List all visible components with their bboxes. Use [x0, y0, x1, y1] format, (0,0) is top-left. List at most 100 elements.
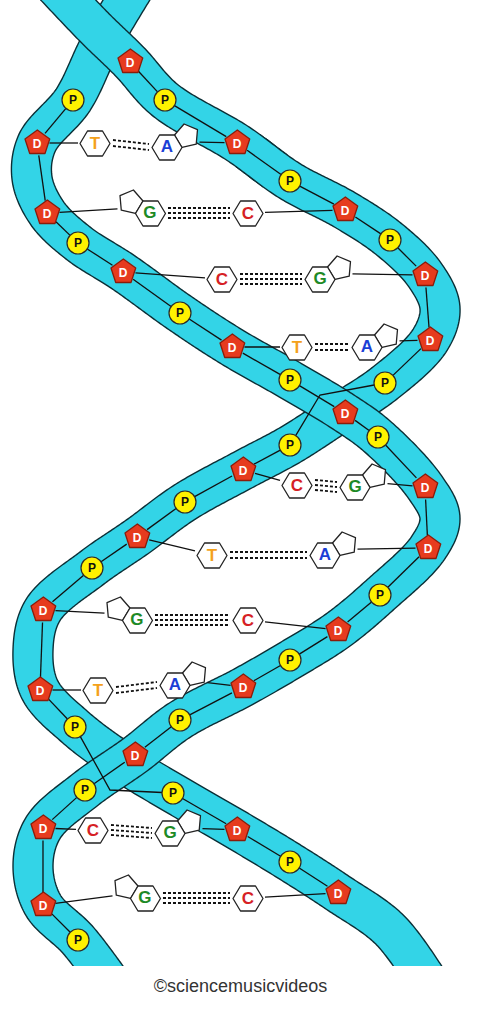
node-outline — [28, 677, 53, 701]
backbone-bond — [399, 340, 417, 342]
node-outline — [326, 880, 351, 904]
phosphate-circle: P — [277, 168, 303, 194]
node-letter: D — [131, 750, 140, 762]
backbone-bond — [255, 473, 280, 480]
backbone-bond — [248, 836, 281, 856]
phosphate-circle: P — [72, 777, 98, 803]
node-letter: D — [334, 625, 343, 637]
node-outline — [152, 134, 182, 159]
node-shape — [308, 530, 357, 570]
backbone-bond — [387, 484, 412, 486]
node-letter: P — [74, 934, 82, 946]
hydrogen-bond — [163, 893, 230, 903]
node-letter: P — [181, 496, 189, 508]
node-outline — [367, 426, 389, 448]
backbone-bond — [244, 346, 280, 347]
base-hexagon: C — [231, 606, 265, 635]
base-hexagon: C — [231, 199, 265, 228]
node-letter: D — [43, 208, 52, 220]
node-letter: D — [233, 825, 242, 837]
node-outline — [130, 885, 160, 910]
phosphate-circle: P — [277, 647, 303, 673]
node-outline — [305, 266, 335, 291]
ribbon-edge — [13, 167, 420, 966]
node-outline — [207, 267, 237, 292]
node-outline — [416, 535, 441, 559]
backbone-bond — [52, 797, 77, 819]
phosphate-circle: P — [372, 370, 398, 396]
node-shape — [350, 322, 399, 362]
node-outline — [379, 229, 401, 251]
node-letter: P — [176, 307, 184, 319]
node-shape — [105, 595, 154, 635]
backbone-bond — [355, 420, 369, 430]
phosphate-circle: P — [367, 582, 393, 608]
node-outline — [169, 302, 191, 324]
sugar-pentagon: D — [416, 325, 445, 353]
base-hexagon: T — [195, 541, 229, 570]
backbone-bond — [299, 637, 327, 655]
node-outline — [80, 131, 110, 156]
base-hexagon: C — [231, 884, 265, 913]
backbone-bond — [426, 499, 428, 535]
backbone-bond — [386, 445, 417, 478]
phosphate-circle: P — [277, 367, 303, 393]
node-outline — [340, 474, 370, 499]
base-hexagon: G — [118, 188, 167, 228]
node-shape — [150, 122, 199, 162]
base-hexagon: T — [280, 333, 314, 362]
node-letter: D — [36, 685, 45, 697]
node-outline — [279, 369, 301, 391]
phosphate-circle: P — [65, 230, 91, 256]
backbone-bond — [247, 150, 281, 174]
sugar-pentagon: D — [218, 332, 247, 360]
node-outline — [123, 742, 148, 766]
ribbon-edge — [70, 0, 288, 155]
base-hexagon: A — [308, 530, 357, 570]
node-letter: P — [161, 94, 169, 106]
node-outline — [231, 457, 256, 481]
sugar-pentagon: D — [29, 890, 58, 918]
sugar-pentagon: D — [229, 672, 258, 700]
node-outline — [25, 130, 50, 154]
node-outline — [333, 197, 358, 221]
backbone-bond — [300, 186, 334, 204]
node-letter: D — [233, 138, 242, 150]
phosphate-circle: P — [60, 87, 86, 113]
node-outline — [67, 232, 89, 254]
sugar-pentagon: D — [29, 813, 58, 841]
backbone-bond — [348, 602, 372, 622]
sugar-pentagon: D — [324, 615, 353, 643]
backbone-bond — [149, 540, 195, 551]
node-letter: P — [374, 431, 382, 443]
node-outline — [64, 716, 86, 738]
node-letter: P — [81, 784, 89, 796]
backbone-bond — [207, 683, 230, 686]
copyright-label: ©sciencemusicvideos — [154, 976, 327, 996]
node-letter: P — [71, 721, 79, 733]
base-hexagon: T — [81, 676, 115, 705]
backbone-bond — [42, 841, 43, 893]
node-outline — [310, 542, 340, 567]
node-shape — [158, 660, 207, 700]
node-outline — [122, 607, 152, 632]
sugar-pentagon: D — [324, 878, 353, 906]
node-outline — [67, 929, 89, 951]
node-outline — [352, 334, 382, 359]
backbone-bond — [202, 828, 224, 830]
phosphate-circle: P — [167, 300, 193, 326]
backbone-bond — [190, 693, 232, 715]
node-outline — [169, 709, 191, 731]
node-letter: P — [69, 94, 77, 106]
helix-ribbon — [11, 0, 460, 966]
node-letter: D — [126, 57, 135, 69]
node-outline — [118, 49, 143, 73]
backbone-bond — [55, 611, 104, 614]
base-hexagon: G — [303, 254, 352, 294]
sugar-pentagon: D — [331, 398, 360, 426]
backbone-bond — [56, 222, 70, 236]
node-shape — [338, 462, 387, 502]
phosphate-circle: P — [277, 849, 303, 875]
backbone-bond — [40, 622, 42, 677]
hydrogen-bond — [111, 825, 152, 838]
